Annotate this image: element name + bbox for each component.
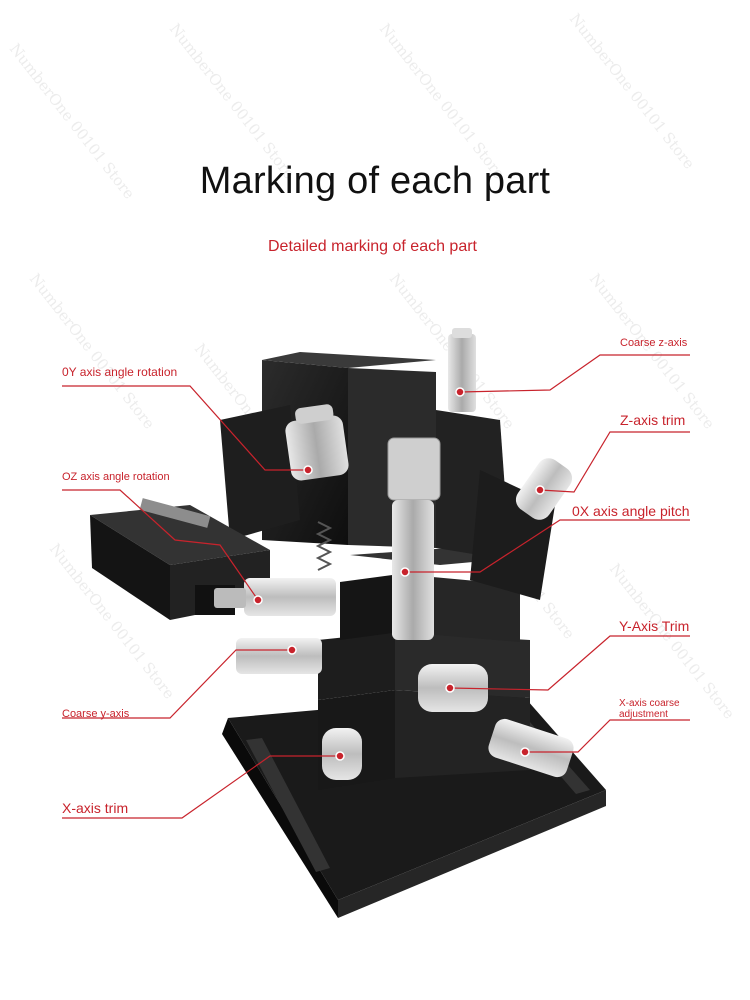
label-oy-rotation: 0Y axis angle rotation xyxy=(62,365,178,379)
label-z-trim: Z-axis trim xyxy=(620,412,686,428)
micrometer-oz-rotation xyxy=(214,578,336,616)
label-oz-rotation: OZ axis angle rotation xyxy=(62,471,170,483)
micrometer-coarse-z xyxy=(448,328,476,412)
micrometer-x-coarse xyxy=(488,718,574,778)
label-x-trim: X-axis trim xyxy=(62,800,129,816)
page-title: Marking of each part xyxy=(199,160,551,202)
page-subtitle: Detailed marking of each part xyxy=(268,238,477,255)
label-x-coarse: X-axis coarse adjustment xyxy=(619,698,680,720)
micrometer-coarse-y xyxy=(236,638,322,674)
label-y-trim: Y-Axis Trim xyxy=(619,618,690,634)
label-ox-pitch: 0X axis angle pitch xyxy=(572,503,690,519)
micrometer-z-trim xyxy=(387,437,441,640)
left-arm-stage xyxy=(90,498,270,620)
spring xyxy=(315,521,333,571)
micrometer-oy-rotation xyxy=(285,404,349,481)
label-coarse-z: Coarse z-axis xyxy=(620,337,688,349)
label-coarse-y: Coarse y-axis xyxy=(62,708,130,720)
callout-dots xyxy=(253,387,545,761)
callout-lines xyxy=(62,354,690,819)
